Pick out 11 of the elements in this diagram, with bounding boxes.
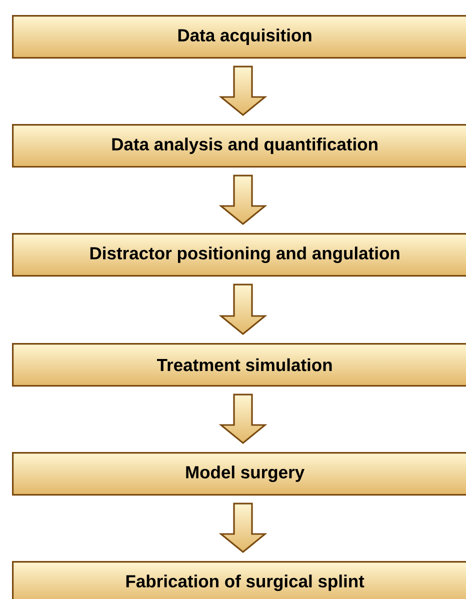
block-arrow	[218, 284, 268, 336]
block-arrow	[218, 394, 268, 444]
block-arrow	[218, 502, 268, 554]
block-arrow	[218, 66, 268, 116]
process-box: Fabrication of surgical splint	[12, 561, 466, 599]
process-box: Data acquisition	[12, 15, 466, 59]
block-arrow	[218, 174, 268, 226]
process-box: Data analysis and quantification	[12, 124, 466, 168]
process-box: Model surgery	[12, 452, 466, 496]
process-box: Treatment simulation	[12, 343, 466, 387]
process-box: Distractor positioning and angulation	[12, 233, 466, 277]
